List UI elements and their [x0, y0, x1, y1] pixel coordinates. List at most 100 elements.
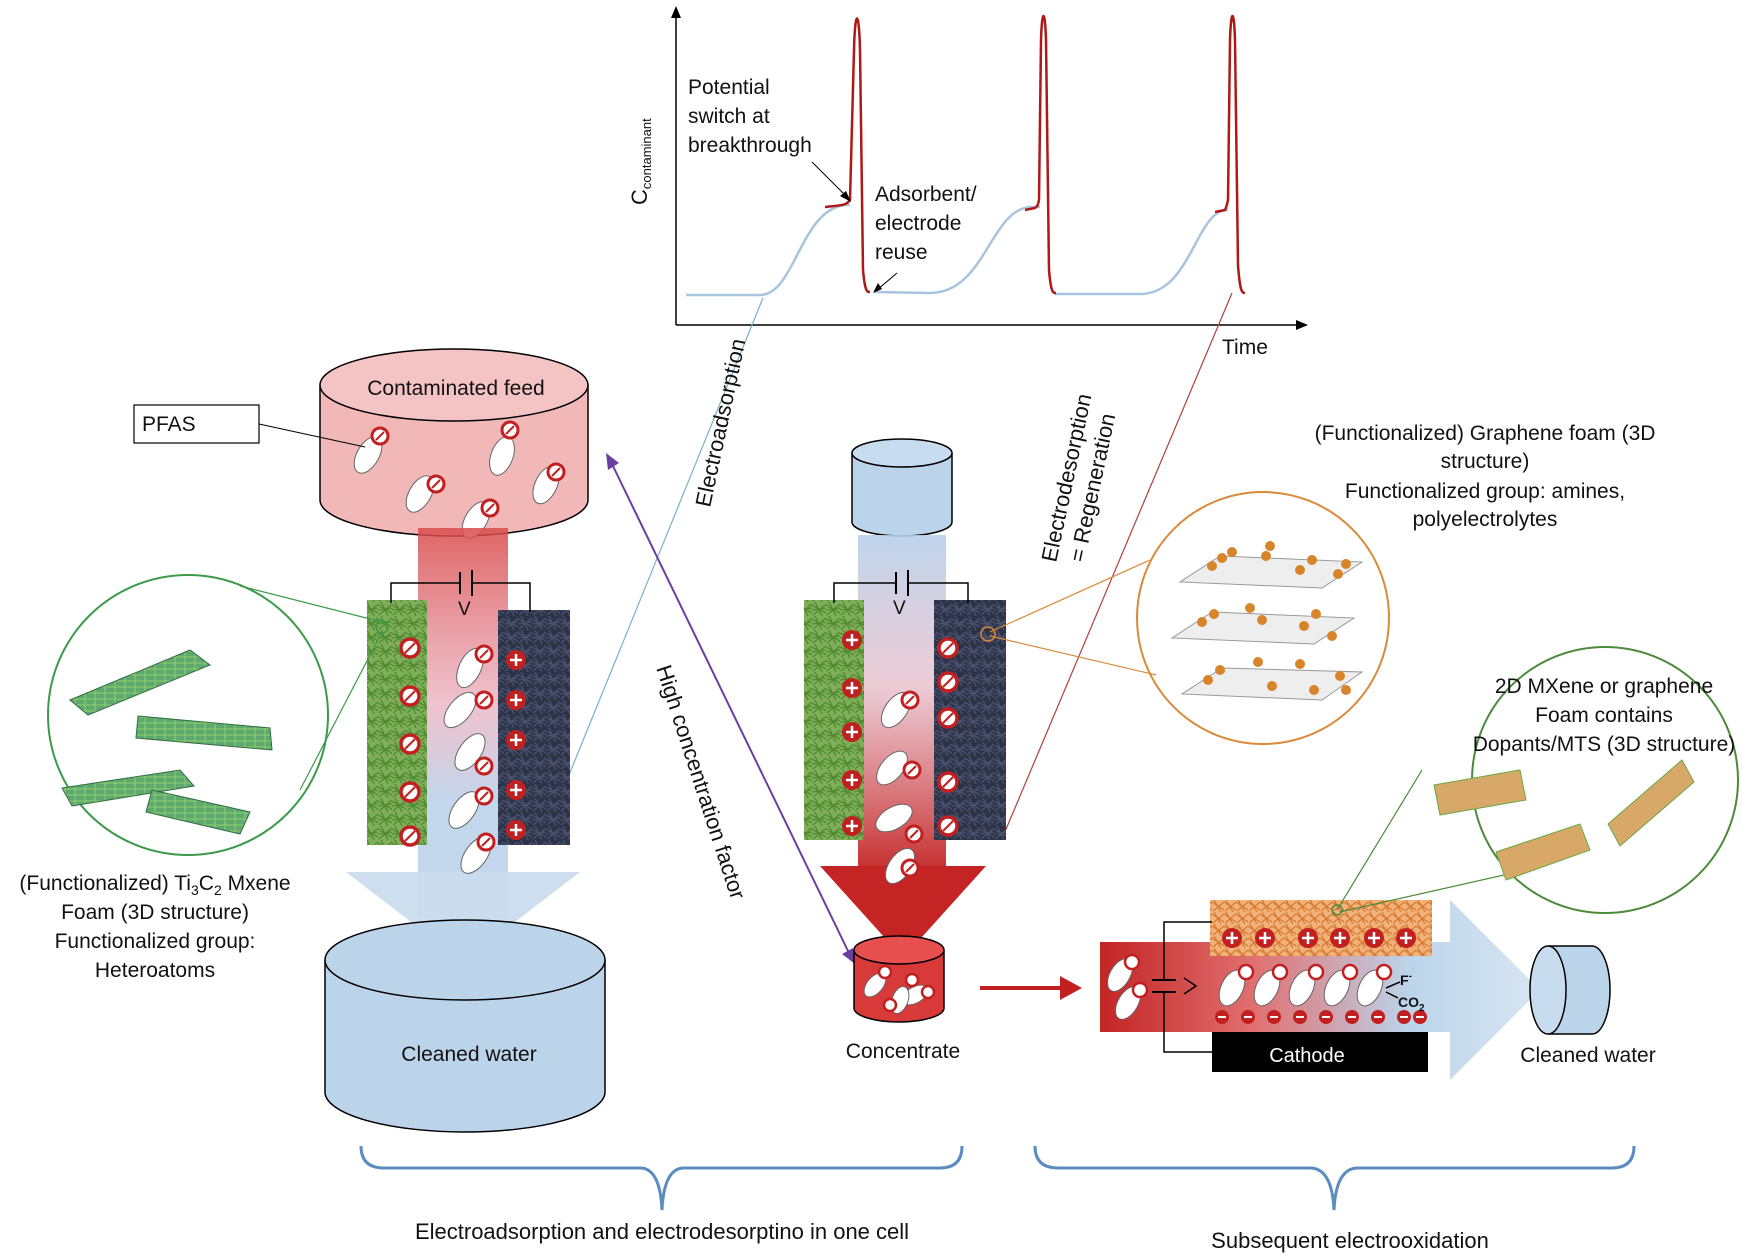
- middle-flow-arrowhead: [820, 866, 986, 958]
- left-electrosorption-cell: Contaminated feed PFAS V: [19, 348, 606, 1133]
- product-arrow-f: [1385, 981, 1401, 989]
- svg-text:Dopants/MTS (3D structure): Dopants/MTS (3D structure): [1473, 733, 1736, 756]
- right-bracket-label: Subsequent electrooxidation: [1211, 1228, 1489, 1253]
- left-circuit-wire: [390, 582, 531, 612]
- product-co2: CO2: [1398, 994, 1425, 1014]
- concentrate-cup-top: [853, 935, 945, 965]
- svg-text:polyelectrolytes: polyelectrolytes: [1413, 508, 1558, 531]
- svg-text:Foam contains: Foam contains: [1535, 704, 1673, 727]
- oxidation-cleaned-water-label: Cleaned water: [1520, 1044, 1655, 1067]
- oxidation-circuit-wire: [1163, 921, 1212, 1053]
- cleaned-water-tank-top: [324, 919, 606, 1001]
- high-concentration-arrowhead-bottom: [842, 948, 855, 964]
- svg-text:structure): structure): [1441, 450, 1530, 473]
- electroadsorption-label: Electroadsorption: [690, 336, 750, 509]
- annotation-potential-switch: Potential switch at breakthrough: [688, 76, 812, 157]
- svg-text:2D MXene or graphene: 2D MXene or graphene: [1495, 675, 1713, 698]
- graphene-zoom-line-top: [989, 559, 1151, 633]
- feed-label: Contaminated feed: [367, 377, 544, 400]
- graphene-caption: (Functionalized) Graphene foam (3D struc…: [1315, 422, 1656, 531]
- pfas-molecules-middle: [875, 690, 924, 885]
- pfas-label-pointer: [258, 423, 366, 448]
- product-arrow-co2: [1385, 991, 1399, 999]
- mxene-zoom-target: [375, 620, 389, 634]
- cleaned-water-tank-body: [324, 960, 606, 1133]
- middle-voltage-label: V: [893, 598, 906, 619]
- dopant-zoom-target: [1331, 904, 1343, 916]
- pfas-molecules-oxidation: [1107, 953, 1393, 1020]
- svg-text:breakthrough: breakthrough: [688, 134, 812, 157]
- graph-y-axis-label: Ccontaminant: [627, 118, 654, 205]
- left-flow-arrowhead: [346, 872, 580, 962]
- electroadsorption-connector: [544, 297, 764, 835]
- left-anode-foam: [367, 600, 427, 845]
- electrooxidation-cell: Cathode: [1100, 646, 1739, 1080]
- cationic-sites-cathode: [506, 650, 526, 840]
- doped-sheets-illustration: [1433, 759, 1695, 881]
- svg-text:(Functionalized) Graphene foam: (Functionalized) Graphene foam (3D: [1315, 422, 1656, 445]
- desorbed-anions-middle-cathode: [937, 637, 959, 837]
- annotation-switch-pointer: [811, 161, 849, 199]
- svg-text:reuse: reuse: [875, 241, 928, 264]
- annotation-switch-arrowhead: [840, 191, 851, 202]
- pfas-label-box: [133, 404, 260, 444]
- svg-text:electrode: electrode: [875, 212, 961, 235]
- desorption-peak-3: [1214, 15, 1246, 295]
- concentration-time-graph: Ccontaminant Time Potential switch at br…: [627, 6, 1308, 359]
- product-fluoride: F-: [1400, 971, 1412, 988]
- graph-x-axis-label: Time: [1222, 336, 1268, 359]
- pfas-molecules-flowing: [443, 644, 496, 874]
- high-concentration-label: High concentration factor: [651, 662, 750, 902]
- mxene-zoom-line-top: [239, 585, 383, 623]
- cathode-block: [1212, 1032, 1428, 1072]
- desorption-peak-2: [1024, 15, 1057, 295]
- breakthrough-curve-3: [1055, 208, 1228, 296]
- high-concentration-arrowhead-top: [606, 453, 619, 470]
- oxidation-cleaned-water-cup-face: [1529, 945, 1567, 1035]
- electrodesorption-connector: [1003, 292, 1233, 835]
- left-cathode-foam: [498, 610, 570, 845]
- middle-electrodesorption-cell: V: [804, 422, 1655, 1063]
- middle-feed-tank-top: [851, 438, 953, 468]
- mxene-zoom-line-bottom: [299, 631, 383, 791]
- concentrate-cup-body: [853, 950, 945, 1023]
- svg-text:Foam (3D structure): Foam (3D structure): [61, 901, 249, 924]
- oxidation-voltage-symbol: [1183, 977, 1198, 995]
- breakthrough-curve-1: [686, 203, 850, 297]
- breakthrough-curve-2: [874, 205, 1040, 295]
- transfer-arrowhead: [1060, 976, 1082, 1000]
- svg-text:switch at: switch at: [688, 105, 770, 128]
- concentrate-label: Concentrate: [846, 1040, 960, 1063]
- graphene-zoom-target: [980, 626, 996, 642]
- svg-text:Adsorbent/: Adsorbent/: [875, 183, 977, 206]
- svg-text:Functionalized group: amines,: Functionalized group: amines,: [1345, 480, 1625, 503]
- oxidation-anode-foam: [1210, 900, 1432, 956]
- high-concentration-arrow: [611, 463, 850, 954]
- left-voltage-label: V: [458, 599, 471, 620]
- svg-text:Heteroatoms: Heteroatoms: [95, 959, 215, 982]
- middle-circuit-wire: [833, 582, 969, 603]
- mxene-caption: (Functionalized) Ti3C2 Mxene Foam (3D st…: [19, 872, 290, 982]
- svg-text:(Functionalized) Ti3C2 Mxene: (Functionalized) Ti3C2 Mxene: [19, 872, 290, 898]
- adsorbed-anions-anode: [399, 637, 421, 847]
- svg-text:Potential: Potential: [688, 76, 770, 99]
- left-cleaned-water-label: Cleaned water: [401, 1043, 536, 1066]
- dopant-zoom-line-right: [1339, 869, 1527, 913]
- svg-text:Functionalized group:: Functionalized group:: [55, 930, 256, 953]
- graph-y-axis-arrowhead: [671, 6, 681, 18]
- dopant-zoom-line-left: [1336, 769, 1423, 911]
- pfas-molecules-concentrate: [863, 964, 936, 1014]
- right-bracket: [1033, 1145, 1636, 1211]
- graph-x-axis-arrowhead: [1296, 320, 1308, 330]
- desorption-peak-1: [824, 17, 871, 294]
- left-bracket-label: Electroadsorption and electrodesorptino …: [415, 1219, 909, 1244]
- graphene-sheets-illustration: [1170, 541, 1364, 701]
- graphene-zoom-line-bottom: [989, 635, 1157, 676]
- annotation-adsorbent-reuse: Adsorbent/ electrode reuse: [875, 183, 977, 264]
- cationic-sites-middle-anode: [842, 630, 862, 836]
- annotation-reuse-arrowhead: [873, 283, 882, 293]
- cationic-sites-oxidation-anode: [1222, 928, 1416, 948]
- feed-tank-top: [319, 348, 589, 422]
- cathode-label: Cathode: [1269, 1045, 1345, 1067]
